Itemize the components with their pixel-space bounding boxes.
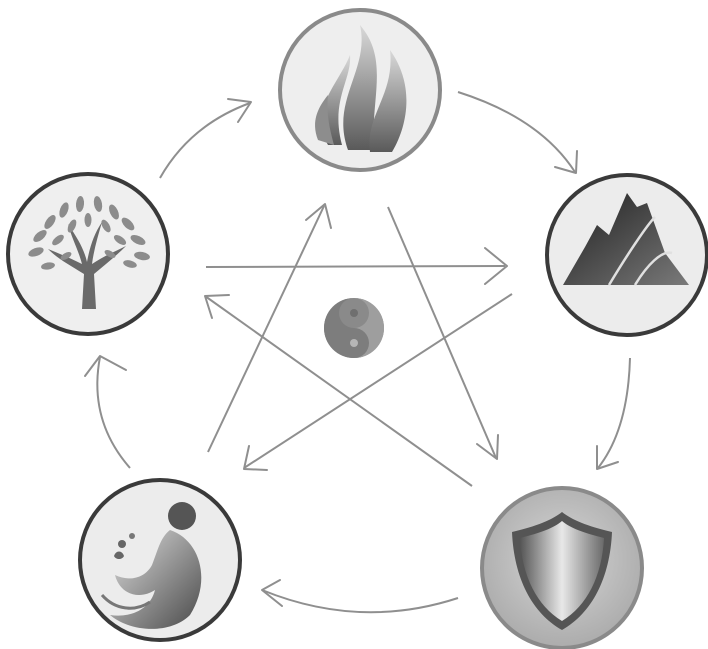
- arrow-head-water-to-fire: [305, 203, 332, 229]
- arrow-metal-to-wood: [204, 295, 473, 487]
- arrow-wood-to-fire: [159, 102, 251, 179]
- arrow-head-water-to-wood: [84, 355, 127, 377]
- arrow-head-fire-to-metal: [476, 434, 499, 460]
- arrow-fire-to-earth: [457, 91, 576, 173]
- wood-node: [6, 172, 170, 336]
- water-node: [78, 478, 242, 642]
- controlling-cycle: [204, 203, 513, 487]
- arrow-head-wood-to-earth: [484, 247, 508, 285]
- arrow-head-metal-to-water: [261, 579, 283, 607]
- flame-icon: [315, 25, 407, 152]
- arrow-earth-to-water: [243, 293, 513, 469]
- arrow-head-fire-to-earth: [554, 150, 578, 174]
- arrow-fire-to-metal: [387, 206, 497, 459]
- tree-icon: [28, 196, 150, 309]
- mountain-icon: [563, 193, 689, 286]
- arrow-water-to-wood: [96, 356, 131, 469]
- arrow-earth-to-metal: [597, 357, 631, 469]
- shield-icon: [512, 512, 612, 630]
- arrow-head-wood-to-fire: [227, 98, 252, 123]
- fire-node: [278, 8, 442, 172]
- arrow-head-earth-to-water: [243, 445, 268, 471]
- arrow-metal-to-water: [261, 589, 459, 614]
- earth-node: [545, 173, 708, 337]
- arrow-wood-to-earth: [205, 265, 506, 268]
- yin-yang-icon: [324, 298, 384, 358]
- water-figure-icon: [100, 502, 202, 629]
- arrow-head-earth-to-metal: [596, 445, 619, 470]
- generating-cycle: [84, 91, 631, 614]
- metal-node: [480, 486, 644, 649]
- arrow-water-to-fire: [207, 205, 325, 453]
- arrow-head-metal-to-wood: [204, 294, 230, 319]
